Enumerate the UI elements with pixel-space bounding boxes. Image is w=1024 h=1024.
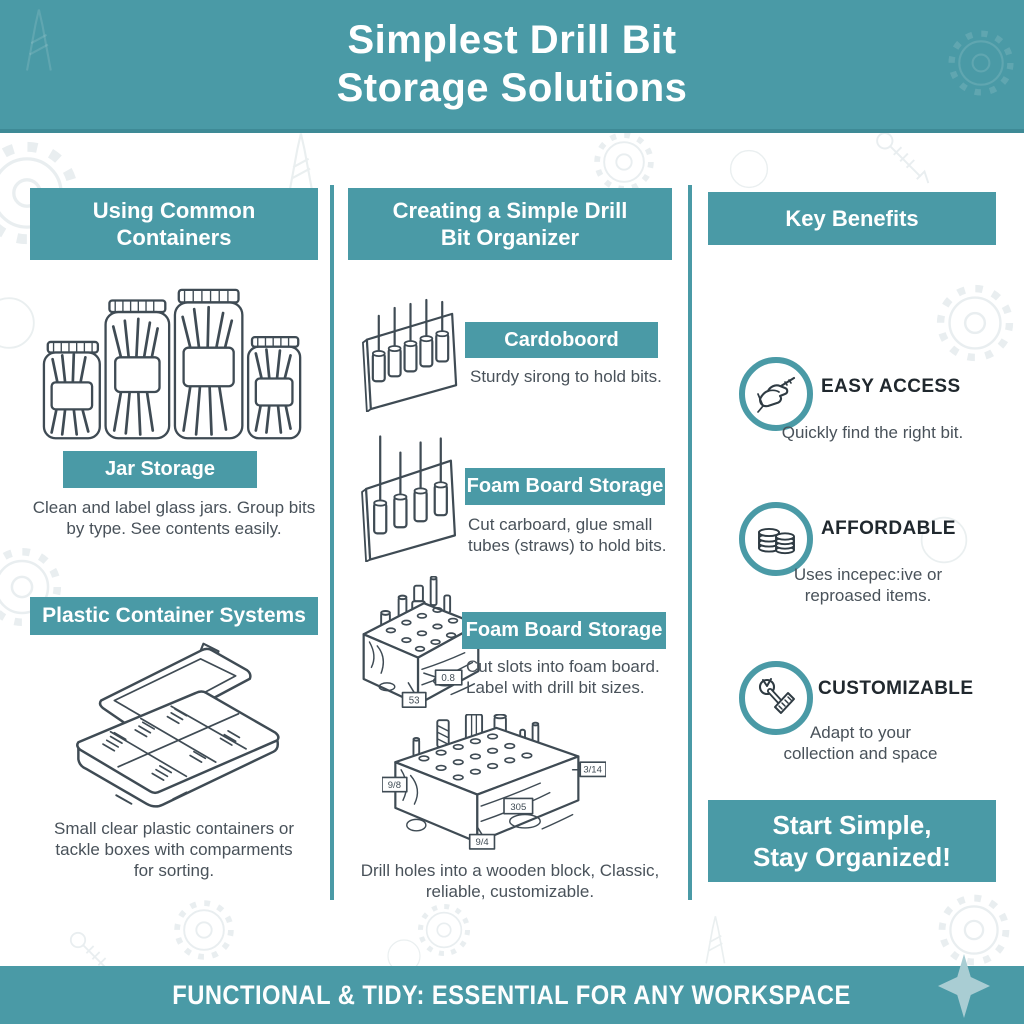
cta-banner: Start Simple, Stay Organized! (708, 800, 996, 882)
cardboard-tube-rack-illustration (362, 298, 458, 412)
gear-doodle (934, 282, 1016, 364)
customizable-description: Adapt to your collection and space (783, 723, 938, 763)
cardboard-label: Cardoboord (465, 322, 658, 358)
affordable-description: Uses incepec:ive or reproased items. (793, 565, 943, 605)
svg-text:53: 53 (409, 695, 420, 706)
affordable-title: AFFORDABLE (821, 518, 956, 539)
easy-access-title: EASY ACCESS (821, 376, 961, 397)
screw-doodle (876, 132, 930, 185)
svg-text:0.8: 0.8 (441, 673, 455, 684)
right-column-header: Key Benefits (708, 192, 996, 245)
easy-access-ring (739, 357, 813, 431)
plastic-container-description: Small clear plastic containers or tackle… (54, 819, 294, 880)
foam-board-label-2: Foam Board Storage (462, 612, 666, 649)
svg-text:9/4: 9/4 (475, 837, 489, 848)
jar-storage-label: Jar Storage (63, 451, 257, 488)
jar-storage-description: Clean and label glass jars. Group bits b… (32, 498, 316, 538)
drill-bit-doodle (25, 8, 52, 72)
foam-tube-rack-illustration (361, 435, 457, 562)
wood-block-small-illustration: 0.8 53 (362, 576, 480, 708)
foam-board-label-1: Foam Board Storage (465, 468, 665, 505)
svg-text:305: 305 (510, 802, 526, 813)
affordable-ring (739, 502, 813, 576)
gear-doodle (946, 28, 1016, 98)
wood-block-large-illustration: 9/8 3/14 305 9/4 (382, 714, 606, 850)
circle-doodle (729, 149, 769, 189)
circle-doodle (0, 297, 35, 349)
header-banner: Simplest Drill Bit Storage Solutions (0, 0, 1024, 133)
left-column-header: Using Common Containers (30, 188, 318, 260)
gear-doodle (936, 892, 1012, 968)
customizable-ring (739, 661, 813, 735)
footer-banner: FUNCTIONAL & TIDY: ESSENTIAL FOR ANY WOR… (0, 966, 1024, 1024)
gear-doodle (592, 130, 656, 194)
svg-text:9/8: 9/8 (388, 780, 401, 791)
cardboard-description: Sturdy sirong to hold bits. (470, 367, 662, 386)
wood-block-description: Drill holes into a wooden block, Classic… (360, 861, 660, 901)
middle-column-header: Creating a Simple Drill Bit Organizer (348, 188, 672, 260)
footer-tagline: FUNCTIONAL & TIDY: ESSENTIAL FOR ANY WOR… (172, 980, 852, 1010)
tackle-box-illustration (76, 642, 280, 808)
hand-icon (757, 376, 796, 413)
easy-access-description: Quickly find the right bit. (781, 423, 964, 442)
coins-icon (758, 527, 795, 555)
drill-bit-doodle (705, 915, 726, 965)
column-divider-left (330, 185, 334, 900)
gear-doodle (416, 902, 472, 958)
wrench-icon (758, 678, 795, 714)
foam-board-description-2: Cut slots into foam board. Label with dr… (466, 657, 660, 697)
page-title: Simplest Drill Bit Storage Solutions (336, 18, 688, 110)
plastic-container-header: Plastic Container Systems (30, 597, 318, 635)
svg-text:3/14: 3/14 (583, 765, 602, 776)
foam-board-description-1: Cut carboard, glue small tubes (straws) … (468, 515, 667, 555)
gear-doodle (172, 898, 236, 962)
customizable-title: CUSTOMIZABLE (818, 678, 974, 699)
jars-illustration (42, 288, 302, 440)
column-divider-right (688, 185, 692, 900)
